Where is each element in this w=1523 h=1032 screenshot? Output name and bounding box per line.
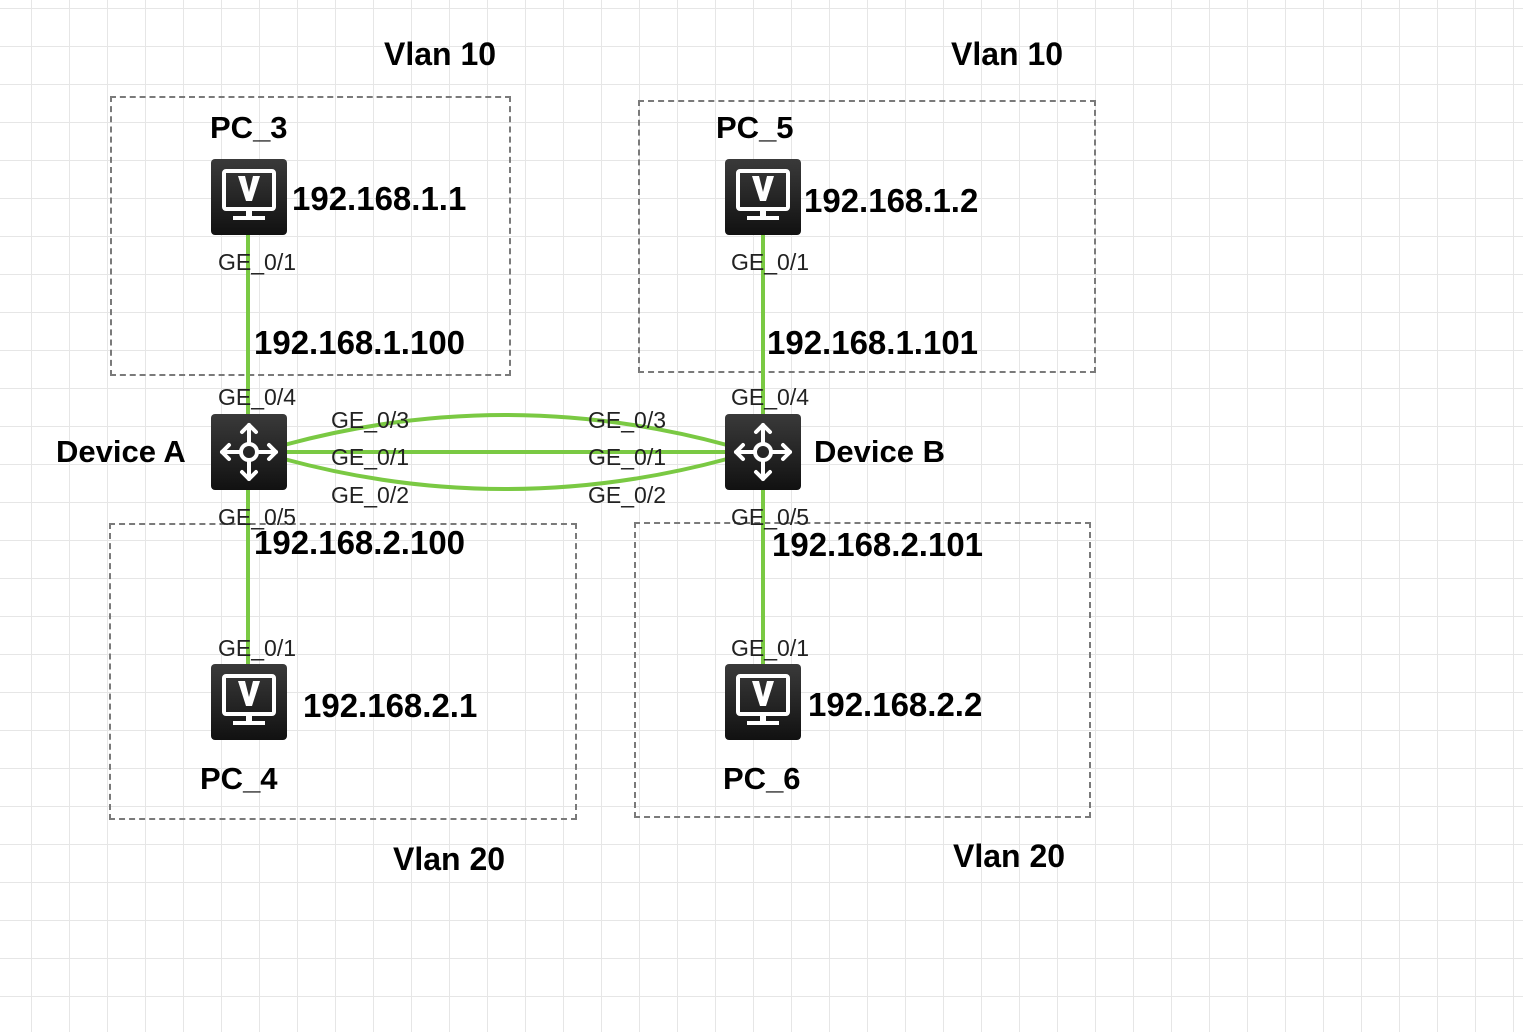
- device-b-vlan20-ip: 192.168.2.101: [772, 526, 984, 563]
- vlan-label-top-right: Vlan 10: [951, 36, 1064, 72]
- device-a-vlan10-ip: 192.168.1.100: [254, 324, 466, 361]
- vlan-label-top-left: Vlan 10: [384, 36, 497, 72]
- monitor-icon: [222, 674, 276, 725]
- pc6-node[interactable]: [725, 664, 801, 740]
- device-b-port-up: GE_0/4: [731, 384, 809, 410]
- pc6-ip: 192.168.2.2: [808, 686, 983, 723]
- device-b-name: Device B: [814, 434, 945, 469]
- pc3-port: GE_0/1: [218, 249, 296, 275]
- pc6-port: GE_0/1: [731, 635, 809, 661]
- vlan10-group-right: [638, 100, 1096, 373]
- monitor-icon: [222, 169, 276, 220]
- device-b-vlan10-ip: 192.168.1.101: [767, 324, 979, 361]
- router-icon: [220, 423, 278, 481]
- pc3-name: PC_3: [210, 110, 288, 145]
- device-a-node[interactable]: [211, 414, 287, 490]
- device-b-node[interactable]: [725, 414, 801, 490]
- monitor-icon: [736, 674, 790, 725]
- pc5-port: GE_0/1: [731, 249, 809, 275]
- pc3-node[interactable]: [211, 159, 287, 235]
- device-b-port-l2: GE_0/1: [588, 444, 666, 470]
- pc5-node[interactable]: [725, 159, 801, 235]
- monitor-icon: [736, 169, 790, 220]
- device-a-port-up: GE_0/4: [218, 384, 296, 410]
- link-a-b-ge03[interactable]: [282, 413, 729, 447]
- vlan-label-bottom-right: Vlan 20: [953, 838, 1066, 874]
- device-a-name: Device A: [56, 434, 186, 469]
- vlan20-group-right: [634, 522, 1091, 818]
- device-a-port-l3: GE_0/2: [331, 482, 409, 508]
- device-a-port-l1: GE_0/3: [331, 407, 409, 433]
- link-a-b-ge02[interactable]: [282, 457, 729, 491]
- pc4-name: PC_4: [200, 761, 278, 796]
- pc5-name: PC_5: [716, 110, 794, 145]
- pc6-name: PC_6: [723, 761, 801, 796]
- pc4-port: GE_0/1: [218, 635, 296, 661]
- device-a-port-down: GE_0/5: [218, 504, 296, 530]
- device-b-port-down: GE_0/5: [731, 504, 809, 530]
- vlan10-group-left: [110, 96, 511, 376]
- pc4-node[interactable]: [211, 664, 287, 740]
- device-a-vlan20-ip: 192.168.2.100: [254, 524, 466, 561]
- pc5-ip: 192.168.1.2: [804, 182, 979, 219]
- pc3-ip: 192.168.1.1: [292, 180, 467, 217]
- pc4-ip: 192.168.2.1: [303, 687, 478, 724]
- device-b-port-l3: GE_0/2: [588, 482, 666, 508]
- vlan-label-bottom-left: Vlan 20: [393, 841, 506, 877]
- vlan20-group-left: [109, 523, 577, 820]
- router-icon: [734, 423, 792, 481]
- device-a-port-l2: GE_0/1: [331, 444, 409, 470]
- device-b-port-l1: GE_0/3: [588, 407, 666, 433]
